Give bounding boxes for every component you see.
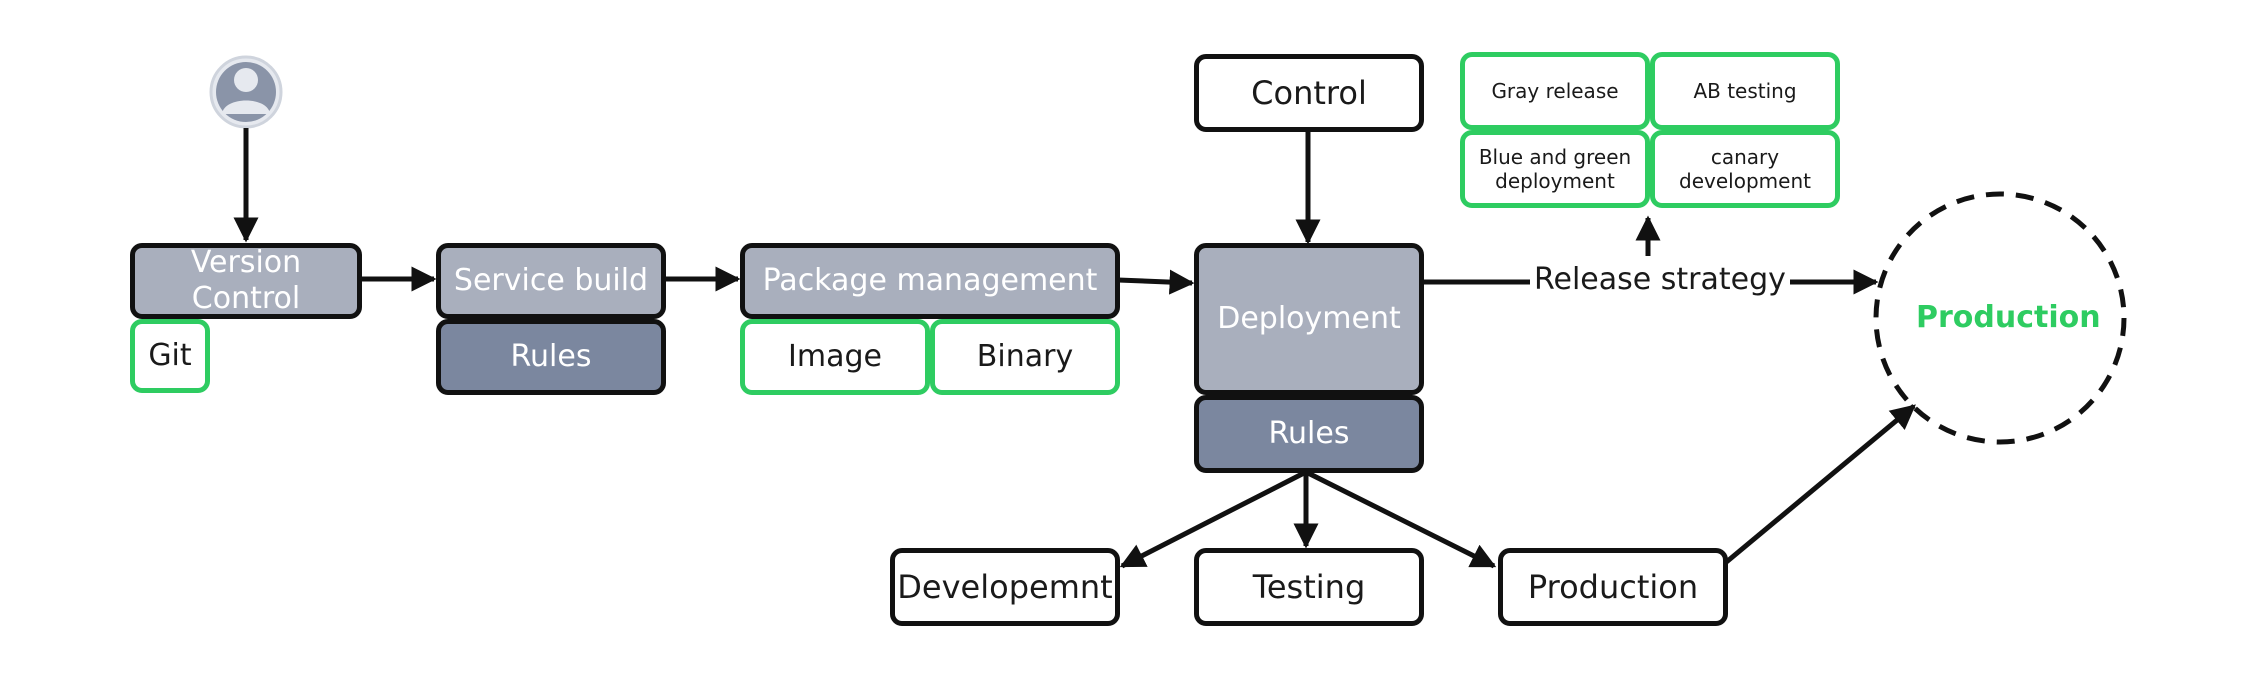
control-node: Control	[1194, 54, 1424, 132]
binary-label: Binary	[976, 339, 1074, 374]
blue-green-label: Blue and green deployment	[1478, 145, 1632, 193]
edge-package-management-to-deployment	[1117, 269, 1195, 295]
build-rules-node: Rules	[436, 319, 666, 395]
canary-label: canary development	[1679, 145, 1811, 193]
testing-label: Testing	[1252, 567, 1366, 606]
development-node: Developemnt	[890, 548, 1120, 626]
control-label: Control	[1251, 73, 1367, 112]
edge-production-to-target	[1722, 404, 1916, 566]
user-avatar-icon	[209, 55, 283, 129]
production-env-label: Production	[1527, 567, 1699, 606]
build-rules-label: Rules	[510, 339, 592, 374]
gray-release-node: Gray release	[1460, 52, 1650, 130]
image-node: Image	[740, 319, 930, 395]
testing-node: Testing	[1194, 548, 1424, 626]
deploy-rules-node: Rules	[1194, 395, 1424, 473]
release-strategy-label: Release strategy	[1530, 262, 1790, 297]
ab-testing-label: AB testing	[1693, 79, 1797, 103]
canary-node: canary development	[1650, 130, 1840, 208]
deploy-rules-label: Rules	[1268, 416, 1350, 451]
binary-node: Binary	[930, 319, 1120, 395]
edge-rules-to-production	[1304, 469, 1497, 569]
deployment-node: Deployment	[1194, 243, 1424, 395]
service-build-node: Service build	[436, 243, 666, 319]
git-node: Git	[130, 319, 210, 393]
deployment-label: Deployment	[1217, 301, 1401, 336]
package-management-label: Package management	[762, 263, 1098, 298]
production-env-node: Production	[1498, 548, 1728, 626]
gray-release-label: Gray release	[1491, 79, 1619, 103]
service-build-label: Service build	[453, 263, 649, 298]
production-target-label: Production	[1916, 300, 2101, 335]
edge-rules-to-development	[1119, 469, 1308, 569]
image-label: Image	[788, 339, 882, 374]
version-control-label: Version Control	[190, 245, 302, 316]
blue-green-node: Blue and green deployment	[1460, 130, 1650, 208]
package-management-node: Package management	[740, 243, 1120, 319]
ab-testing-node: AB testing	[1650, 52, 1840, 130]
git-label: Git	[148, 338, 192, 373]
development-label: Developemnt	[897, 567, 1113, 606]
version-control-node: Version Control	[130, 243, 362, 319]
production-target-circle	[1873, 191, 2127, 445]
